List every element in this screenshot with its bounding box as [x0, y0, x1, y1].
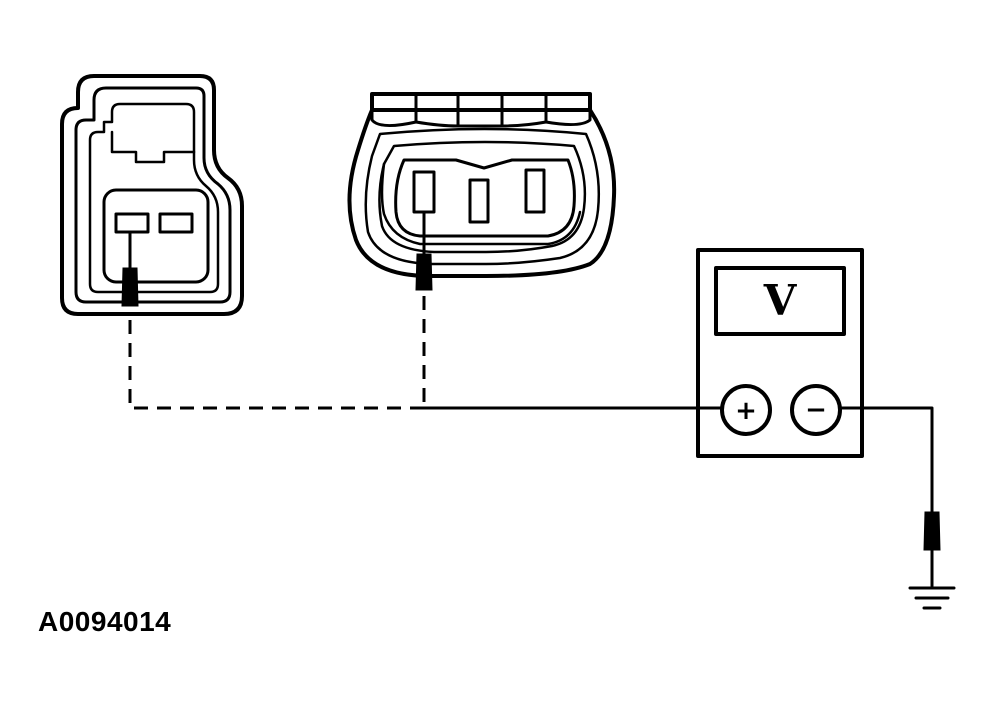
left-test-probe-icon [121, 230, 139, 307]
figure-id: A0094014 [38, 606, 172, 637]
negative-test-lead [838, 406, 941, 588]
negative-terminal [790, 384, 842, 436]
voltmeter-display-symbol: V [763, 276, 798, 325]
voltmeter: V + − [696, 248, 864, 458]
middle-three-pin-connector [347, 92, 617, 278]
voltmeter-display [714, 266, 846, 336]
left-two-pin-connector [60, 74, 244, 316]
negative-terminal-label: − [805, 395, 827, 425]
dashed-test-leads [128, 296, 426, 410]
middle-test-probe-icon [415, 210, 433, 291]
positive-terminal-label: + [735, 396, 757, 426]
positive-terminal [720, 384, 772, 436]
ground-symbol-icon [908, 586, 956, 610]
